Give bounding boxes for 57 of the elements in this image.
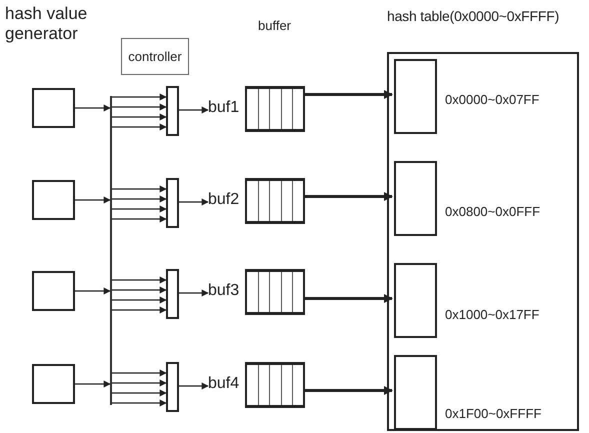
- address-range: 0x0000~0x07FF: [445, 92, 540, 107]
- arrow: [75, 288, 111, 294]
- arrow: [75, 380, 111, 388]
- arrow: [305, 294, 393, 303]
- address-range: 0x0800~0x0FFF: [445, 204, 540, 219]
- arrow: [112, 114, 167, 120]
- hash-table-segment: [394, 355, 437, 430]
- buffer-name: buf1: [208, 99, 240, 117]
- arrow: [179, 382, 209, 390]
- controller-register: [166, 362, 179, 412]
- arrow: [112, 380, 167, 386]
- arrow: [112, 206, 167, 212]
- arrow: [112, 306, 167, 314]
- buffer-queue: [245, 178, 305, 224]
- controller-register: [166, 86, 179, 136]
- buffer-name: buf2: [208, 191, 240, 209]
- table-heading: hash table(0x0000~0xFFFF): [387, 8, 560, 24]
- arrow: [112, 370, 167, 376]
- arrow: [112, 104, 167, 110]
- controller-register: [166, 269, 179, 319]
- arrow: [112, 390, 167, 396]
- controller-register: [166, 178, 179, 228]
- generator-box: [32, 88, 75, 128]
- arrow: [112, 296, 167, 304]
- arrow: [75, 104, 111, 112]
- arrow: [112, 286, 167, 294]
- arrow: [112, 400, 167, 406]
- arrow: [112, 216, 167, 222]
- arrow: [112, 124, 167, 130]
- generator-box: [32, 180, 75, 220]
- buffer-queue: [245, 86, 305, 132]
- arrow: [179, 106, 209, 114]
- address-range: 0x1F00~0xFFFF: [445, 406, 542, 421]
- column-heading: hash value generator: [5, 4, 88, 45]
- arrow: [112, 94, 167, 100]
- hash-table-segment: [394, 161, 437, 236]
- buffer-queue: [245, 362, 305, 408]
- arrow: [305, 90, 393, 99]
- arrow: [112, 186, 167, 192]
- arrow: [179, 198, 209, 206]
- hash-table-segment: [394, 59, 437, 134]
- generator-box: [32, 271, 75, 311]
- bus-line: [110, 96, 112, 405]
- controller-box: controller: [121, 38, 189, 75]
- arrow: [305, 192, 393, 201]
- buffer-name: buf3: [208, 282, 240, 300]
- buffer-queue: [245, 269, 305, 315]
- arrow: [305, 386, 393, 395]
- arrow: [112, 276, 167, 284]
- generator-box: [32, 364, 75, 404]
- hash-table-segment: [394, 263, 437, 338]
- arrow: [179, 290, 209, 296]
- arrow: [75, 196, 111, 204]
- column-heading: buffer: [258, 18, 292, 34]
- arrow: [112, 196, 167, 202]
- address-range: 0x1000~0x17FF: [445, 307, 540, 322]
- buffer-name: buf4: [208, 375, 240, 393]
